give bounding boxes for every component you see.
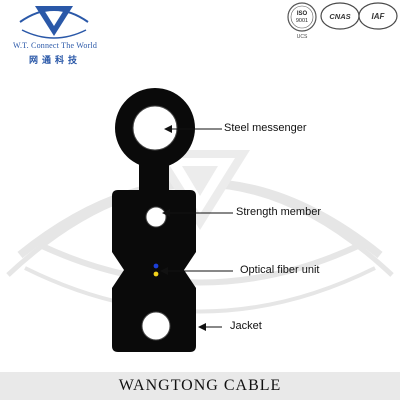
- callout-jacket: Jacket: [230, 320, 262, 332]
- callout-steel-messenger: Steel messenger: [224, 122, 307, 134]
- leader-arrows: [160, 125, 233, 331]
- optical-fiber-blue: [153, 263, 159, 269]
- cnas-badge-icon: CNAS: [320, 2, 360, 30]
- iso-badge-bottom: 9001: [296, 18, 308, 24]
- logo-text-en: W.T. Connect The World: [12, 41, 98, 50]
- iso-badge-caption: UCS: [297, 34, 308, 40]
- callout-optical-fiber-unit: Optical fiber unit: [240, 264, 320, 276]
- iaf-badge-label: IAF: [372, 12, 386, 21]
- company-logo-icon: [19, 6, 89, 39]
- strength-arrow-icon: [162, 209, 170, 217]
- steel-messenger-wire: [132, 105, 178, 151]
- fiber-arrow-icon: [160, 267, 168, 275]
- neck-web: [139, 164, 169, 194]
- main-jacket: [112, 190, 196, 352]
- logo-text-cn: 网通科技: [28, 56, 81, 66]
- iaf-badge-icon: IAF: [358, 2, 398, 30]
- cnas-badge-label: CNAS: [329, 12, 350, 21]
- upper-strength-member: [145, 206, 167, 228]
- footer-title: WANGTONG CABLE: [0, 372, 400, 400]
- cable-cross-section: [112, 88, 196, 352]
- sgs-iso-9001-badge-icon: ISO 9001 UCS: [287, 2, 317, 40]
- callout-strength-member: Strength member: [236, 206, 321, 218]
- iso-badge-top: ISO: [297, 11, 308, 17]
- lower-strength-member: [141, 311, 171, 341]
- optical-fiber-yellow: [153, 271, 159, 277]
- messenger-arrow-icon: [164, 125, 172, 133]
- jacket-arrow-icon: [198, 323, 206, 331]
- watermark-logo-icon: [150, 150, 250, 230]
